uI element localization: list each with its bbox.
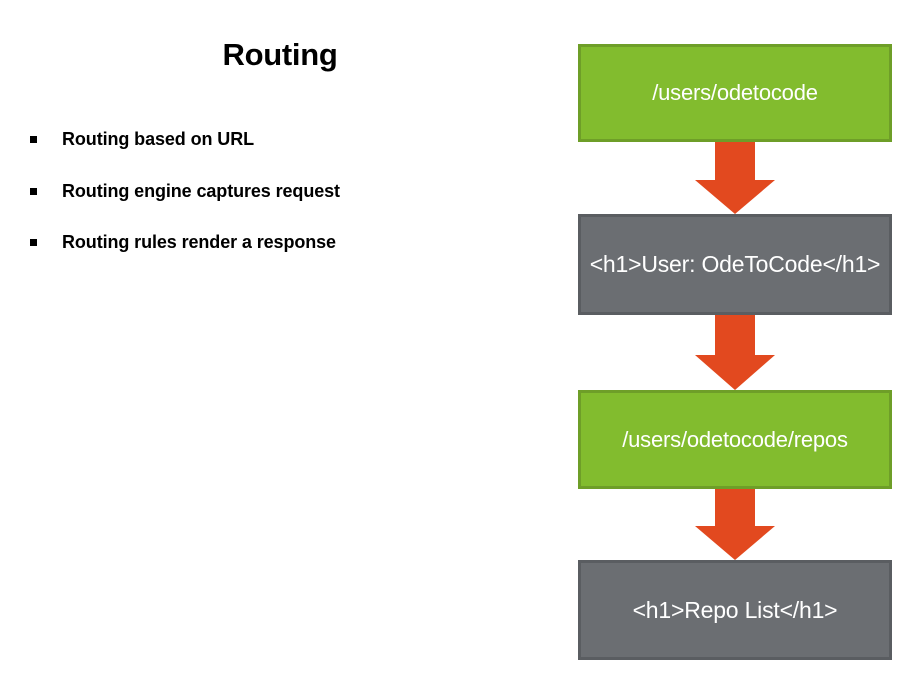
arrow-down-icon (695, 489, 775, 560)
square-bullet-icon (30, 239, 37, 246)
list-item-label: Routing rules render a response (62, 232, 336, 252)
square-bullet-icon (30, 136, 37, 143)
bullet-list: Routing based on URL Routing engine capt… (30, 128, 530, 283)
flow-diagram: /users/odetocode <h1>User: OdeToCode</h1… (578, 0, 892, 680)
square-bullet-icon (30, 187, 37, 195)
arrow-down-icon (695, 315, 775, 390)
flow-node-url-1: /users/odetocode (578, 44, 892, 142)
flow-arrow-1 (695, 142, 775, 214)
flow-arrow-3 (695, 489, 775, 560)
flow-node-url-2: /users/odetocode/repos (578, 390, 892, 489)
arrow-down-icon (695, 142, 775, 214)
list-item: Routing based on URL (30, 128, 530, 151)
list-item: Routing rules render a response (30, 231, 530, 254)
list-item: Routing engine captures request (30, 180, 530, 203)
list-item-label: Routing engine captures request (62, 180, 340, 201)
flow-node-render-2: <h1>Repo List</h1> (578, 560, 892, 660)
list-item-label: Routing based on URL (62, 129, 254, 149)
flow-arrow-2 (695, 315, 775, 390)
flow-node-render-1: <h1>User: OdeToCode</h1> (578, 214, 892, 315)
page-title: Routing (222, 37, 338, 72)
